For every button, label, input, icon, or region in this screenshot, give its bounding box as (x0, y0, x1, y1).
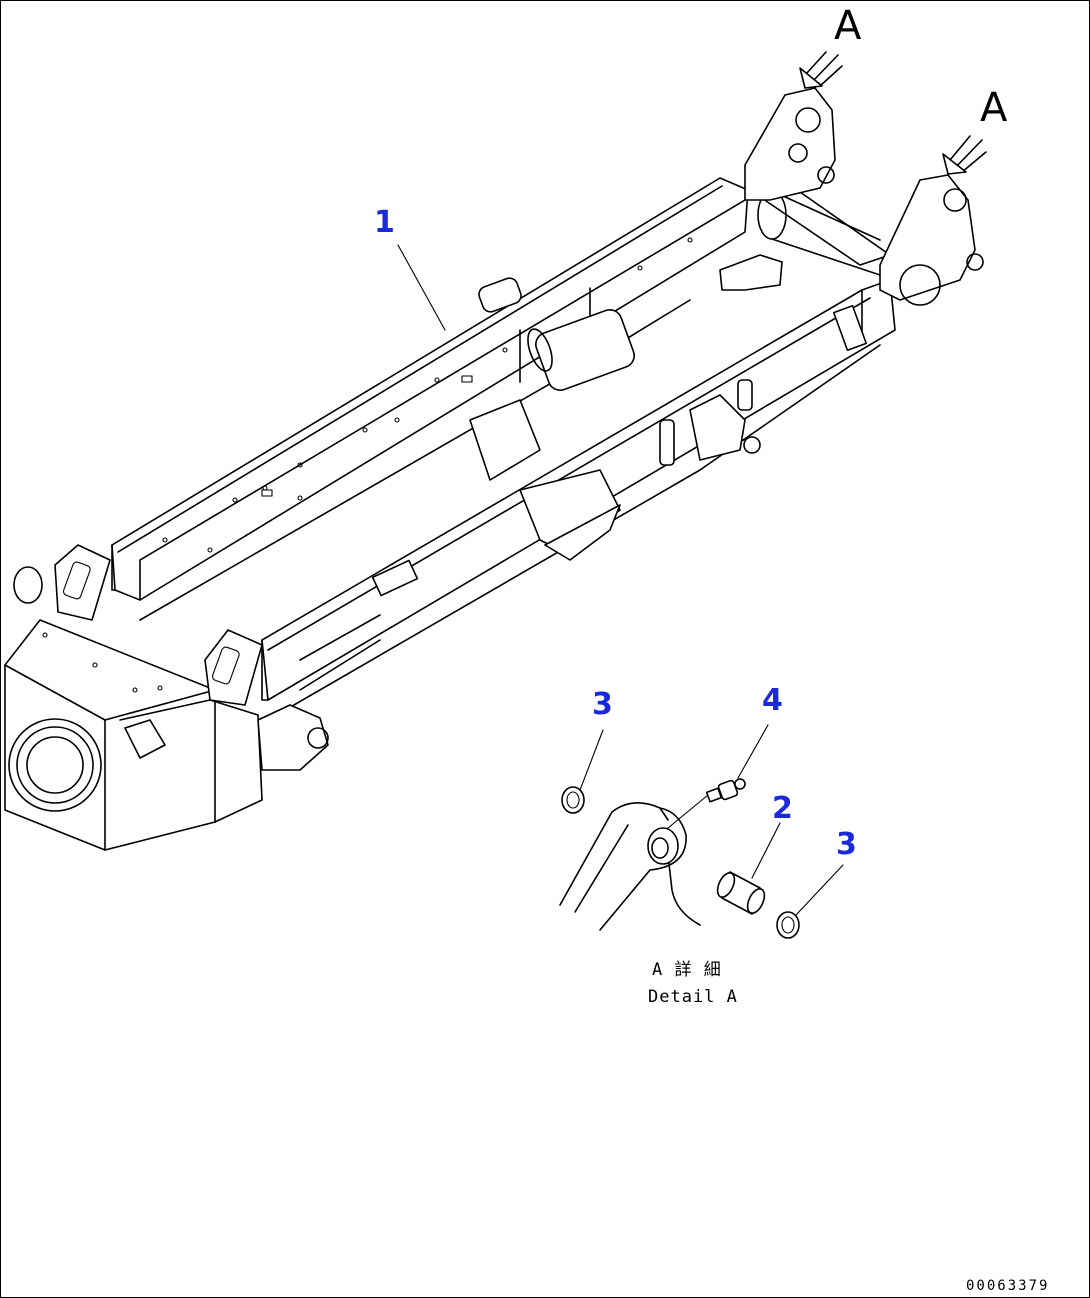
rail-holes (162, 237, 693, 553)
detail-caption-english: Detail A (648, 987, 738, 1007)
snap-ring-left (561, 786, 585, 814)
callout-4: 4 (762, 683, 783, 718)
grease-fitting (705, 778, 746, 803)
callout-3-right: 3 (836, 827, 857, 862)
view-arrow-right (942, 135, 987, 175)
detail-a-drawing (559, 724, 844, 939)
view-label-a-right: A (980, 85, 1008, 131)
pin-part (716, 871, 766, 915)
leader-1 (397, 244, 446, 331)
view-arrow-left (799, 51, 843, 89)
document-number: 00063379 (966, 1278, 1050, 1294)
detail-caption-japanese: A 詳 細 (652, 960, 722, 980)
snap-ring-right (776, 911, 800, 939)
callout-1: 1 (374, 205, 395, 240)
callout-3-left: 3 (592, 687, 613, 722)
callout-2: 2 (772, 791, 793, 826)
main-frame (4, 87, 984, 851)
view-label-a-left: A (834, 3, 862, 49)
